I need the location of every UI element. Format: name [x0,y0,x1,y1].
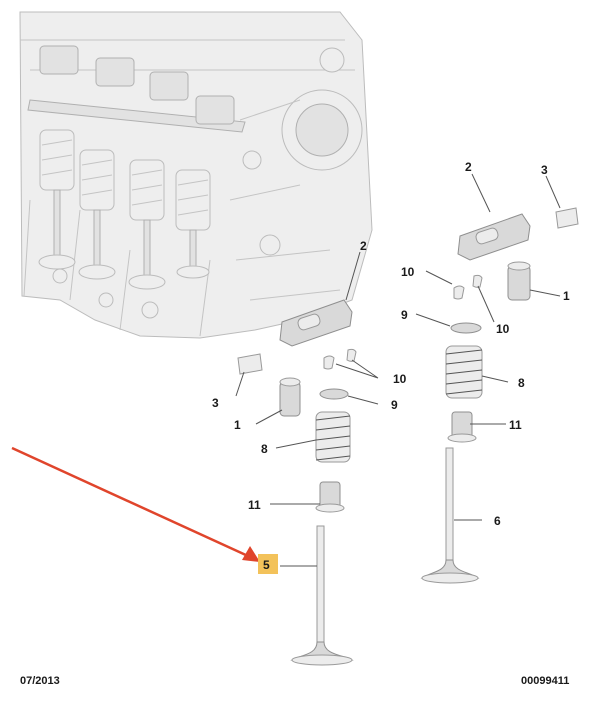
spring-left [315,411,351,463]
footer-date: 07/2013 [20,675,60,687]
label-10-right-top: 10 [401,265,415,279]
cotters-left [323,348,357,370]
lifter-right [507,261,531,301]
spring-cap-right [450,322,482,334]
label-8-left: 8 [261,442,268,456]
highlight-box-5 [258,554,278,574]
label-11-left: 11 [248,498,261,512]
right-parts-stack [420,207,579,584]
label-6: 6 [494,514,501,528]
label-1-left: 1 [234,418,241,432]
cotters-right [453,274,483,300]
label-9-left: 9 [391,398,398,412]
valve-5 [290,525,354,666]
valve-6 [420,447,480,584]
label-2-right: 2 [465,160,472,174]
label-3-left: 3 [212,396,219,410]
rocker-arm-left [279,299,353,347]
left-parts-stack [237,299,357,666]
label-1-right: 1 [563,289,570,303]
clip-left [237,353,263,375]
valve-seal-right [447,411,477,443]
label-3-right: 3 [541,163,548,177]
label-11-right: 11 [509,418,522,432]
clip-right [555,207,579,229]
footer-reference: 00099411 [521,675,569,687]
spring-right [445,345,483,399]
label-8-right: 8 [518,376,525,390]
label-2-left: 2 [360,239,367,253]
rocker-arm-right [457,213,531,261]
label-5: 5 [263,558,270,572]
pointer-arrow [11,446,260,562]
label-9-right: 9 [401,308,408,322]
part-labels: 2 3 10 1 9 8 11 5 6 2 3 10 10 9 8 11 1 [212,160,570,572]
spring-cap-left [319,388,349,400]
label-10-left: 10 [393,372,407,386]
leader-lines [235,173,561,567]
lifter-left [279,377,301,417]
cylinder-head-illustration [19,11,373,339]
valve-seal-left [315,481,345,513]
label-10-right-bottom: 10 [496,322,510,336]
